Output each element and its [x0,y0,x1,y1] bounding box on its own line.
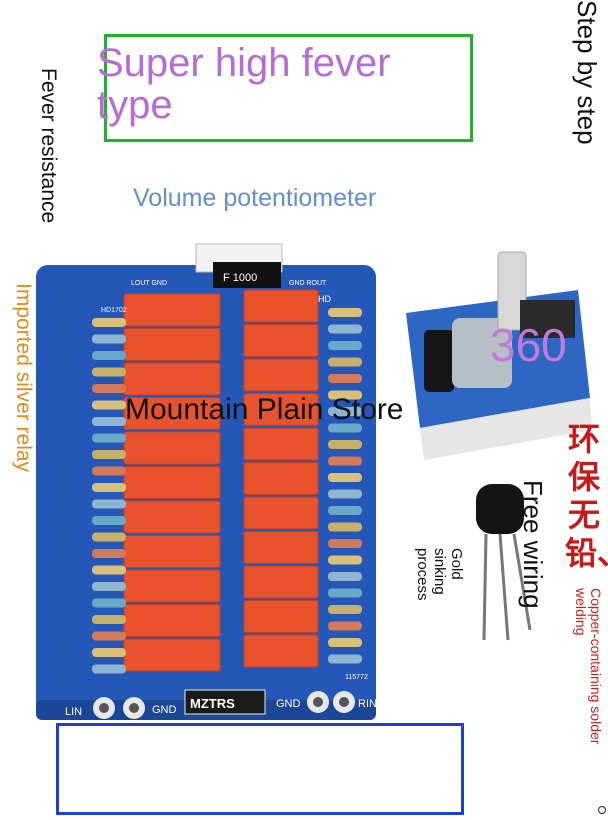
relay-column-left [123,293,221,672]
relay [243,600,319,633]
silk-gnd-right: GND [276,698,301,710]
headline: Super high fever type [97,41,391,127]
free-wiring-caption: Free wiring [518,480,548,609]
resistor [92,631,126,641]
relay [123,397,221,430]
resistor [92,318,126,327]
resistor [92,648,126,657]
hd-badge: HD [318,294,331,304]
resistor [328,423,362,433]
bottom-frame [56,723,464,815]
relay [243,531,319,564]
relay [123,638,221,672]
resistor [328,390,362,400]
relay [123,535,221,568]
resistor [92,417,126,426]
brand-logo: MZTRS [190,696,235,711]
relay [243,393,319,426]
resistor [92,450,126,459]
relay [123,328,221,361]
resistor [328,440,362,449]
resistor [92,598,126,608]
relay [243,462,319,495]
resistor-array [92,308,362,674]
resistor [328,357,362,367]
resistor [328,456,362,466]
resistor [328,654,362,664]
relay [243,289,319,323]
resistor [328,506,362,515]
gold-sinking-caption: Gold sinking process [414,548,465,601]
resistor [92,483,126,492]
potentiometer-module [406,251,592,460]
silk-gnd-rout: GND ROUT [289,280,327,287]
resistor [92,664,126,674]
resistor [328,324,362,334]
relay [243,427,319,461]
silk-model: HD1702 [101,307,127,314]
relay [123,569,221,603]
resistor [328,341,362,350]
step-by-step-caption: Step by step [572,0,602,145]
relay [243,634,319,668]
resistor [328,374,362,383]
resistor [92,582,126,591]
lead-free-caption: 环保无铅、 [565,421,608,571]
relay [123,431,221,465]
store-watermark: Mountain Plain Store [125,393,404,426]
resistor [328,605,362,614]
resistor [328,489,362,499]
volume-caption: Volume potentiometer [133,184,377,212]
fever-resistance-caption: Fever resistance [37,68,60,224]
relay [243,324,319,357]
resistor [92,367,126,377]
resistor [92,516,126,525]
resistor [92,615,126,624]
resistor [328,473,362,482]
imported-relay-caption: Imported silver relay [12,283,35,473]
resistor [328,572,362,581]
resistor [92,400,126,410]
silk-rin: RIN [358,698,377,710]
resistor [328,555,362,565]
relay [243,358,319,392]
relay [123,466,221,499]
copper-solder-caption: Copper-containing solder welding [573,588,604,745]
relay [243,496,319,530]
terminals [93,689,355,719]
ir-receiver [476,484,532,641]
corner-dot [598,806,606,814]
relay [123,293,221,327]
resistor [92,549,126,558]
silk-serial: 115772 [345,674,368,681]
resistor [92,351,126,360]
resistor [92,384,126,393]
resistor [92,532,126,542]
resistor [92,466,126,476]
resistor [328,621,362,631]
relay [123,362,221,396]
capacitor-label: F 1000 [223,272,257,284]
relay [123,500,221,534]
resistor [92,334,126,344]
silk-lout-gnd: LOUT GND [131,280,167,287]
resistor [92,499,126,509]
resistor [328,407,362,416]
resistor [328,308,362,317]
silk-gnd-left: GND [152,704,177,716]
resistor [328,539,362,548]
resistor [328,588,362,598]
relay [123,604,221,637]
rotation-badge: 360 [490,319,567,371]
title-frame [104,34,473,142]
resistor [328,638,362,647]
resistor [92,433,126,443]
relay [243,565,319,599]
silk-lin: LIN [65,706,82,718]
relay-column-right [243,289,319,668]
resistor [328,522,362,532]
resistor [92,565,126,575]
